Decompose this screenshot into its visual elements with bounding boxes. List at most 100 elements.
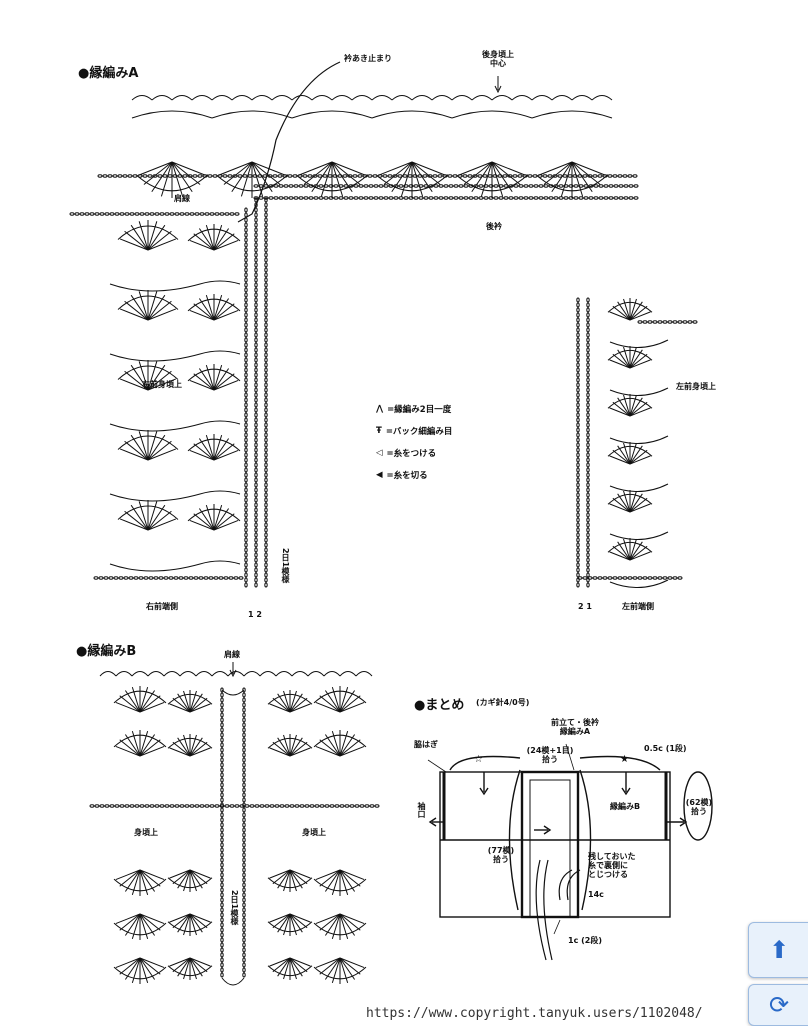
loop (211, 95, 233, 101)
fan-arc (135, 174, 209, 192)
chain-stitch (244, 577, 248, 583)
chain-stitch (254, 197, 258, 203)
chain-stitch (503, 196, 509, 200)
stitch (115, 701, 141, 713)
fan-arc (267, 693, 313, 705)
chain-stitch (174, 804, 180, 808)
chain-stitch (220, 842, 224, 848)
arc (109, 280, 241, 292)
stitch (411, 161, 446, 176)
loop (331, 95, 353, 101)
chain-stitch (220, 687, 224, 693)
chain-stitch (367, 174, 373, 178)
stitch (169, 913, 191, 923)
chain-stitch (562, 174, 568, 178)
chain-stitch (254, 437, 258, 443)
chain-stitch (264, 272, 268, 278)
chain-stitch (264, 577, 268, 583)
chain-stitch (324, 804, 330, 808)
arc (109, 350, 241, 362)
chain-stitch (576, 512, 580, 518)
arrow-head (543, 825, 552, 835)
chain-stitch (628, 184, 634, 188)
chain-stitch (572, 174, 578, 178)
chain-stitch (483, 184, 489, 188)
chain-stitch (264, 232, 268, 238)
chain-stitch (242, 887, 246, 893)
chain-stitch (220, 712, 224, 718)
chain-stitch (254, 562, 258, 568)
stitch (189, 741, 208, 757)
refresh-button[interactable]: ⟳ (748, 984, 808, 1026)
stitch (193, 373, 215, 391)
front-pick-line2: 拾う (493, 855, 509, 865)
chain-stitch (244, 442, 248, 448)
chain-stitch (462, 174, 468, 178)
chain-stitch (627, 174, 633, 178)
fan-arc (267, 877, 313, 889)
chain-stitch (586, 477, 590, 483)
loop (323, 671, 341, 677)
chain-stitch (264, 532, 268, 538)
chain-stitch (242, 852, 246, 858)
body-outline (439, 771, 671, 918)
chain-stitch (586, 537, 590, 543)
chain-stitch (264, 287, 268, 293)
chain-stitch (242, 897, 246, 903)
chain-stitch (586, 307, 590, 313)
chain-stitch (254, 422, 258, 428)
tie-right-2 (566, 869, 581, 901)
chain-stitch (588, 196, 594, 200)
chain-stitch (244, 537, 248, 543)
stitch (147, 440, 172, 461)
chain-stitch (304, 804, 310, 808)
chain-stitch (220, 972, 224, 978)
chain-stitch (142, 174, 148, 178)
loop (231, 95, 253, 101)
chain-stitch (264, 242, 268, 248)
stitch (251, 161, 281, 185)
scroll-top-button[interactable]: ⬆ (748, 922, 808, 978)
stitch (189, 913, 208, 929)
chain-stitch (244, 427, 248, 433)
chain-stitch (244, 567, 248, 573)
chain-stitch (507, 174, 513, 178)
stitch (189, 957, 211, 967)
stitch (189, 239, 215, 251)
fan-arc (113, 690, 167, 704)
chain-stitch (533, 184, 539, 188)
chain-stitch (586, 332, 590, 338)
chain-stitch (576, 387, 580, 393)
chain-stitch (418, 196, 424, 200)
arc (451, 110, 533, 119)
chain-stitch (97, 174, 103, 178)
chain-stitch (586, 447, 590, 453)
right-shoulder-curve (579, 755, 661, 771)
chain-stitch (254, 302, 258, 308)
chain-stitch (220, 952, 224, 958)
stitch (193, 443, 215, 461)
chain-stitch (576, 582, 580, 588)
stitch (189, 379, 215, 391)
chain-stitch (547, 174, 553, 178)
chain-stitch (199, 804, 205, 808)
chain-stitch (528, 184, 534, 188)
chain-stitch (254, 272, 258, 278)
stitch (139, 869, 161, 887)
chain-stitch (563, 196, 569, 200)
chain-stitch (622, 174, 628, 178)
center-arrow-head (494, 85, 502, 94)
fan-arc (113, 734, 167, 748)
arc (609, 579, 669, 588)
front-opening-inner (529, 779, 571, 918)
chain-stitch (253, 184, 259, 188)
chain-stitch (576, 362, 580, 368)
symbol-legend: ⋀=縁編み2目一度 Ŧ=バック細編み目 ◁=糸をつける ◀=糸を切る (376, 398, 452, 486)
chain-stitch (586, 467, 590, 473)
fan-arc (167, 921, 213, 933)
stitch (147, 378, 177, 391)
chain-stitch (242, 782, 246, 788)
chain-stitch (483, 196, 489, 200)
stitch (315, 869, 341, 881)
chain-stitch (622, 576, 628, 580)
